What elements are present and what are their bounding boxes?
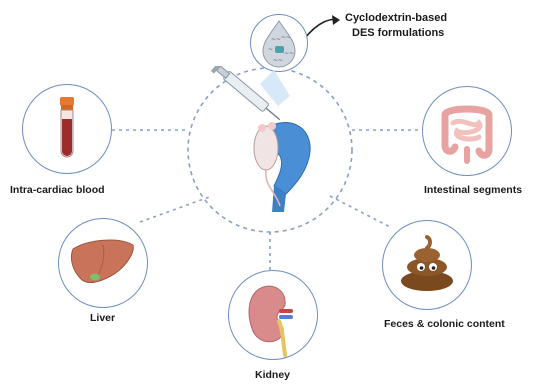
arrow-head (332, 15, 340, 25)
formulation-title-line1: Cyclodextrin-based (345, 12, 447, 24)
intestine-circle (422, 86, 512, 176)
feces-label: Feces & colonic content (384, 318, 505, 330)
svg-text:~~: ~~ (271, 36, 281, 43)
feces-icon (383, 221, 471, 309)
intestine-label: Intestinal segments (424, 184, 522, 196)
liver-label: Liver (90, 312, 115, 324)
liver-circle (58, 218, 148, 308)
blood-label: Intra-cardiac blood (10, 184, 105, 196)
svg-text:~~: ~~ (284, 50, 294, 57)
droplet-icon: ~~ ~~ ~ ~~ ~~ (251, 15, 307, 71)
svg-text:~~: ~~ (273, 57, 283, 64)
liver-icon (59, 219, 147, 307)
blood-tube-icon (23, 85, 111, 173)
kidney-circle (228, 270, 318, 360)
formulation-circle: ~~ ~~ ~ ~~ ~~ (250, 14, 308, 72)
blood-circle (22, 84, 112, 174)
svg-text:~~: ~~ (281, 34, 291, 41)
svg-text:~: ~ (268, 46, 273, 53)
kidney-icon (229, 271, 317, 359)
intestine-icon (423, 87, 511, 175)
feces-circle (382, 220, 472, 310)
injection-illustration (200, 66, 340, 216)
mouse-body (254, 126, 278, 170)
kidney-label: Kidney (255, 369, 290, 381)
formulation-title-line2: DES formulations (352, 27, 444, 39)
